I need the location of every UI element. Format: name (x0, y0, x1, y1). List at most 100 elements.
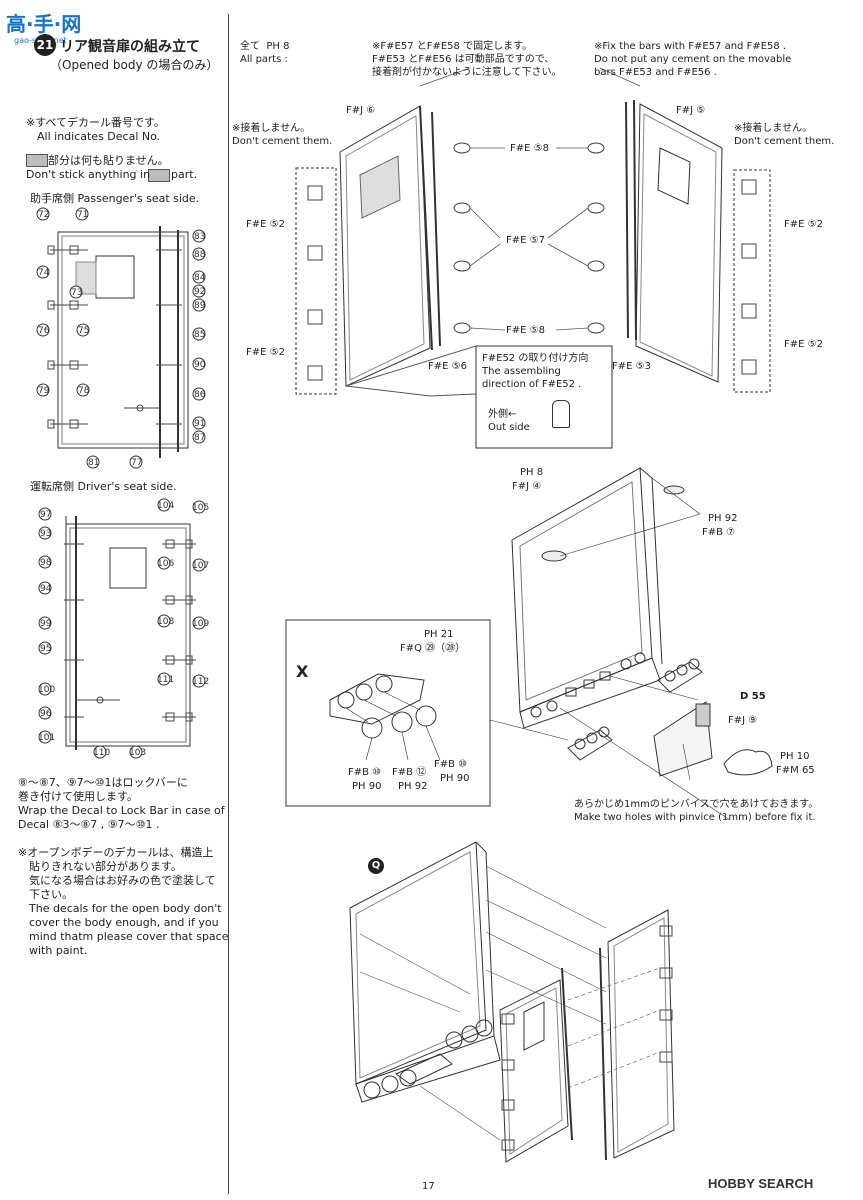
passenger-door-diagram (47, 226, 189, 458)
pinvice-note: あらかじめ1mmのピンバイスで穴をあけておきます。 Make two holes… (574, 799, 819, 823)
svg-text:101: 101 (38, 733, 55, 743)
x-detail-box (285, 619, 569, 807)
svg-text:108: 108 (157, 617, 174, 627)
svg-text:104: 104 (157, 501, 174, 511)
label-fe58-top: F#E ⑤8 (510, 143, 549, 154)
svg-text:81: 81 (88, 458, 99, 468)
x-ph21: PH 21 (424, 629, 454, 640)
hobby-search-logo: HOBBY SEARCH (708, 1176, 814, 1191)
label-fe58-bottom: F#E ⑤8 (506, 325, 545, 336)
svg-text:106: 106 (157, 559, 174, 569)
svg-text:76: 76 (38, 326, 50, 336)
x-ph90-b: PH 90 (440, 773, 470, 784)
step-badge: 21 (34, 34, 56, 56)
x-fb10-a: F#B ⑩ (348, 767, 382, 778)
svg-text:93: 93 (40, 529, 51, 539)
label-ph10: PH 10 (780, 751, 810, 762)
passenger-side-label: 助手席側 Passenger's seat side. (30, 192, 200, 205)
driver-side-label: 運転席側 Driver's seat side. (30, 480, 177, 493)
label-fe52-left-top: F#E ⑤2 (246, 219, 285, 230)
svg-text:72: 72 (38, 210, 49, 220)
note-gray: 部分は何も貼りません。 Don't stick anything in part… (26, 154, 198, 181)
driver-door-diagram (64, 516, 196, 750)
fix-note-en: ※Fix the bars with F#E57 and F#E58 . Do … (594, 41, 792, 78)
watermark: 高·手·网 (6, 12, 82, 36)
body-frame-diagram (511, 467, 773, 821)
assembled-doors-diagram (349, 841, 675, 1163)
label-fm65: F#M 65 (776, 765, 815, 776)
svg-text:86: 86 (194, 390, 206, 400)
dont-cement-left: ※接着しません。 Don't cement them. (232, 123, 333, 147)
label-fe53: F#E ⑤3 (612, 361, 651, 372)
label-fe52-right-bottom: F#E ⑤2 (784, 339, 823, 350)
svg-text:85: 85 (194, 330, 205, 340)
svg-text:91: 91 (194, 419, 205, 429)
label-fj6: F#J ⑥ (346, 105, 376, 116)
all-parts-label: 全て PH 8 All parts : (240, 41, 290, 65)
dont-cement-right: ※接着しません。 Don't cement them. (734, 123, 835, 147)
x-ph92: PH 92 (398, 781, 428, 792)
svg-text:103: 103 (129, 748, 146, 758)
x-ph90-a: PH 90 (352, 781, 382, 792)
svg-text:112: 112 (192, 677, 209, 687)
svg-text:92: 92 (194, 287, 205, 297)
label-fe57: F#E ⑤7 (506, 235, 545, 246)
svg-text:97: 97 (40, 510, 51, 520)
svg-text:94: 94 (40, 584, 52, 594)
svg-text:100: 100 (38, 685, 55, 695)
svg-text:75: 75 (78, 326, 89, 336)
svg-text:84: 84 (194, 273, 206, 283)
gray-swatch-icon (26, 154, 48, 167)
x-fb10-b: F#B ⑩ (434, 759, 468, 770)
x-fb12: F#B ⑫ (392, 767, 427, 778)
svg-text:79: 79 (38, 386, 50, 396)
svg-text:87: 87 (194, 433, 205, 443)
svg-text:109: 109 (192, 619, 209, 629)
svg-text:83: 83 (194, 232, 205, 242)
open-body-note: ※オープンボデーのデカールは、構造上 貼りきれない部分があります。 気になる場合… (18, 846, 229, 957)
q-badge: Q (368, 858, 384, 874)
lockbar-note: ⑧～⑧7、⑨7～⑩1はロックバーに 巻き付けて使用します。 Wrap the D… (18, 776, 225, 831)
fix-note-jp: ※F#E57 とF#E58 で固定します。 F#E53 とF#E56 は可動部品… (372, 41, 562, 78)
label-fj4: F#J ④ (512, 481, 542, 492)
page-number: 17 (422, 1181, 435, 1192)
svg-text:89: 89 (194, 301, 206, 311)
x-box-label: X (296, 662, 309, 681)
svg-text:107: 107 (192, 561, 209, 571)
label-fj5: F#J ⑤ (676, 105, 706, 116)
svg-text:71: 71 (77, 210, 88, 220)
column-divider (228, 14, 229, 1194)
label-d55: D 55 (740, 691, 766, 702)
x-fq: F#Q ㉙（㉘） (400, 643, 466, 654)
label-fj9: F#J ⑨ (728, 715, 758, 726)
step-title-en: （Opened body の場合のみ） (50, 58, 219, 72)
step-title-jp: リア観音扉の組み立て (60, 39, 200, 55)
svg-text:105: 105 (192, 503, 209, 513)
note-decal: ※すべてデカール番号です。 All indicates Decal No. (26, 116, 165, 143)
label-fe52-left-bottom: F#E ⑤2 (246, 347, 285, 358)
svg-text:99: 99 (40, 619, 52, 629)
svg-text:98: 98 (40, 558, 52, 568)
label-fb7: F#B ⑦ (702, 527, 736, 538)
svg-text:96: 96 (40, 709, 52, 719)
svg-text:110: 110 (93, 748, 110, 758)
outside-label: 外側← Out side (488, 409, 530, 433)
svg-text:77: 77 (131, 458, 142, 468)
assembly-direction-box: F#E52 の取り付け方向 The assembling direction o… (482, 353, 589, 390)
label-fe52-right-top: F#E ⑤2 (784, 219, 823, 230)
svg-text:74: 74 (38, 268, 50, 278)
svg-text:78: 78 (78, 386, 90, 396)
svg-text:90: 90 (194, 360, 206, 370)
svg-text:88: 88 (194, 250, 206, 260)
passenger-decal-numbers: 72 71 73 74 75 76 78 79 81 77 83 88 84 9… (36, 207, 206, 469)
label-ph92-mid: PH 92 (708, 513, 738, 524)
gray-swatch-icon-2 (148, 169, 170, 182)
svg-text:95: 95 (40, 644, 51, 654)
driver-decal-numbers: 97 93 98 94 99 95 100 96 101 104 105 106… (38, 498, 209, 759)
svg-text:73: 73 (71, 288, 82, 298)
svg-text:111: 111 (157, 675, 174, 685)
label-fe56: F#E ⑤6 (428, 361, 467, 372)
open-doors-top-diagram (295, 67, 771, 449)
bracket-outside-icon (552, 400, 570, 428)
